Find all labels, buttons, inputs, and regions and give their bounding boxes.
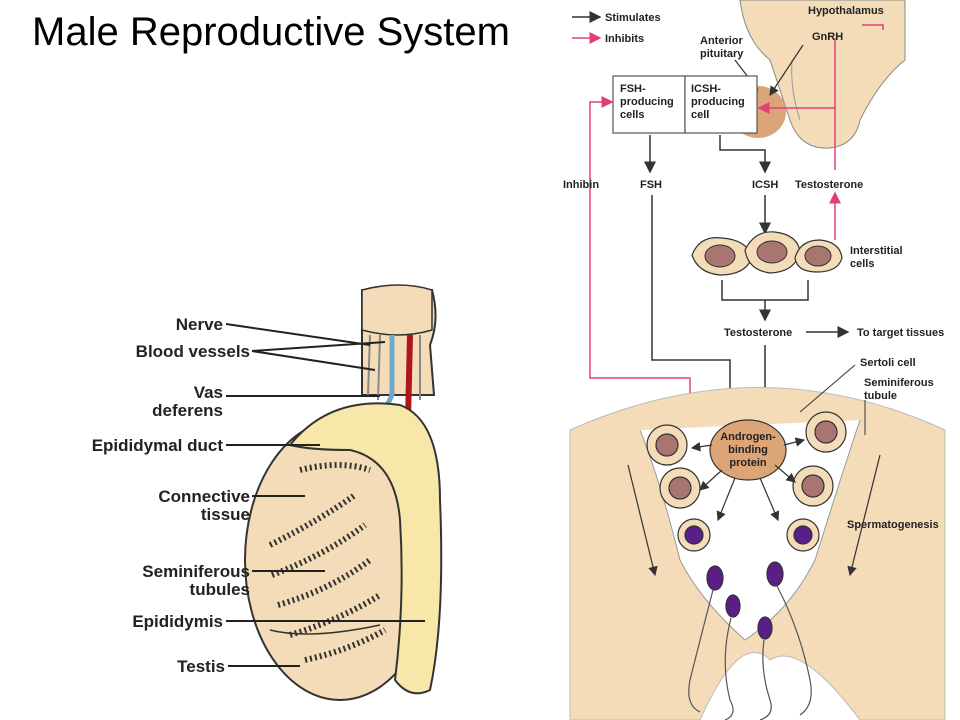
epididymal-duct-label: Epididymal duct	[92, 436, 224, 455]
icsh-label: ICSH	[752, 179, 778, 191]
legend-stimulates: Stimulates	[605, 12, 661, 24]
nerve-label: Nerve	[176, 315, 223, 334]
icsh-cell-line2: producing	[691, 96, 745, 108]
sertoli-cell-label: Sertoli cell	[860, 357, 916, 369]
spermatogenesis-label: Spermatogenesis	[847, 519, 939, 531]
fsh-cells-line3: cells	[620, 109, 644, 121]
epididymis-label: Epididymis	[132, 612, 223, 631]
abp-arrows	[627, 437, 881, 577]
stimulate-arrows	[644, 135, 850, 414]
seminiferous-tubules-label-line1: Seminiferous	[142, 562, 250, 581]
vas-deferens-label-line1: Vas	[194, 383, 223, 402]
seminiferous-tubule	[569, 364, 946, 720]
seminiferous-tubule-label-line2: tubule	[864, 390, 897, 402]
testis-label: Testis	[177, 657, 225, 676]
fsh-cells-line1: FSH-	[620, 83, 646, 95]
testosterone-top-label: Testosterone	[795, 179, 863, 191]
fsh-producing-cells-box	[612, 75, 686, 134]
blood-vessels-label: Blood vessels	[136, 342, 250, 361]
gnrh-label: GnRH	[812, 31, 843, 43]
abp-line1: Androgen-	[720, 431, 776, 443]
seminiferous-tubules-label-line2: tubules	[190, 580, 250, 599]
inhibit-arrows	[589, 24, 884, 405]
interstitial-cells-label-line2: cells	[850, 258, 874, 270]
abp-line3: protein	[729, 457, 767, 469]
icsh-cell-line3: cell	[691, 109, 709, 121]
anatomy-leader-lines	[225, 323, 425, 667]
sperm-tails	[688, 585, 812, 720]
icsh-cell-line1: ICSH-	[691, 83, 721, 95]
interstitial-cells	[691, 231, 843, 276]
legend-inhibits: Inhibits	[605, 33, 644, 45]
legend	[572, 11, 602, 44]
connective-tissue-label-line2: tissue	[201, 505, 250, 524]
connective-tissue-label-line1: Connective	[158, 487, 250, 506]
androgen-binding-protein	[709, 419, 787, 481]
fsh-cells-line2: producing	[620, 96, 674, 108]
icsh-producing-cell-box	[684, 75, 758, 134]
fsh-label: FSH	[640, 179, 662, 191]
germ-cells	[646, 411, 847, 640]
inhibin-label: Inhibin	[563, 179, 599, 191]
page-title: Male Reproductive System	[32, 10, 510, 54]
anterior-pituitary-label-line2: pituitary	[700, 48, 744, 60]
anterior-pituitary-label-line1: Anterior	[700, 35, 744, 47]
testosterone-mid-label: Testosterone	[724, 327, 792, 339]
hypothalamus-label: Hypothalamus	[808, 5, 884, 17]
interstitial-cells-label-line1: Interstitial	[850, 245, 903, 257]
target-tissues-label: To target tissues	[857, 327, 944, 339]
vas-deferens-label-line2: deferens	[152, 401, 223, 420]
testis-illustration	[244, 284, 443, 701]
abp-line2: binding	[728, 444, 768, 456]
seminiferous-tubule-label-line1: Seminiferous	[864, 377, 934, 389]
